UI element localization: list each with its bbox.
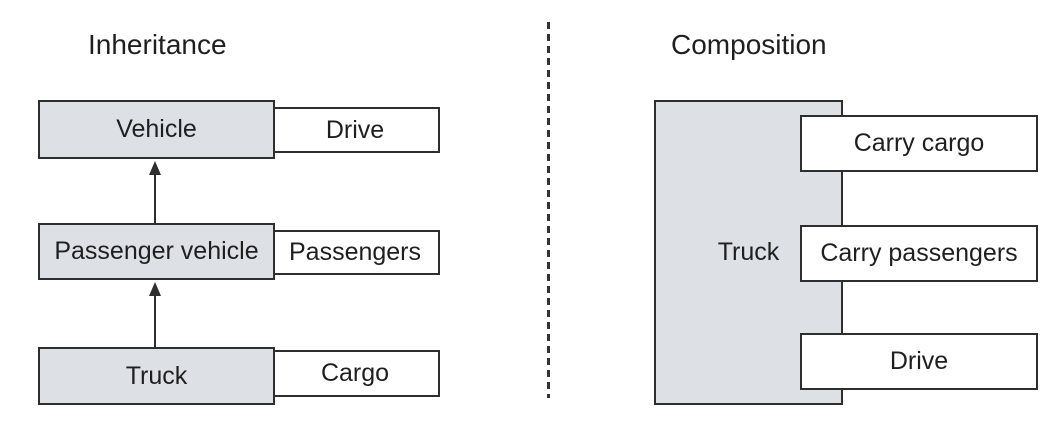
capability-label: Drive xyxy=(325,115,385,144)
capability-label: Drive xyxy=(889,347,949,375)
class-label: Truck xyxy=(125,361,188,390)
capability-label: Carry cargo xyxy=(853,129,985,157)
class-label: Vehicle xyxy=(116,115,197,143)
capability-box-cargo: Cargo xyxy=(270,350,440,397)
dashed-divider xyxy=(547,22,550,398)
capability-box-carry-passengers: Carry passengers xyxy=(800,225,1038,282)
arrowhead-up-icon xyxy=(149,282,161,296)
arrowhead-up-icon xyxy=(149,161,161,175)
class-box-truck: Truck xyxy=(38,347,275,405)
composition-title: Composition xyxy=(671,29,827,60)
capability-label: Carry passengers xyxy=(820,239,1018,267)
capability-box-drive-right: Drive xyxy=(800,333,1038,390)
arrow-shaft xyxy=(154,296,156,347)
arrow-shaft xyxy=(154,175,156,223)
class-box-vehicle: Vehicle xyxy=(38,100,275,159)
inheritance-title: Inheritance xyxy=(88,29,227,60)
capability-label: Cargo xyxy=(320,359,390,387)
capability-label: Passengers xyxy=(288,238,422,266)
capability-box-drive: Drive xyxy=(270,107,440,153)
class-label: Truck xyxy=(717,238,780,266)
inheritance-arrow-truck-to-passenger-vehicle xyxy=(148,282,162,347)
class-box-passenger-vehicle: Passenger vehicle xyxy=(38,223,275,280)
capability-box-carry-cargo: Carry cargo xyxy=(800,115,1038,172)
capability-box-passengers: Passengers xyxy=(270,230,440,275)
class-label: Passenger vehicle xyxy=(54,237,259,265)
inheritance-arrow-passenger-vehicle-to-vehicle xyxy=(148,161,162,223)
